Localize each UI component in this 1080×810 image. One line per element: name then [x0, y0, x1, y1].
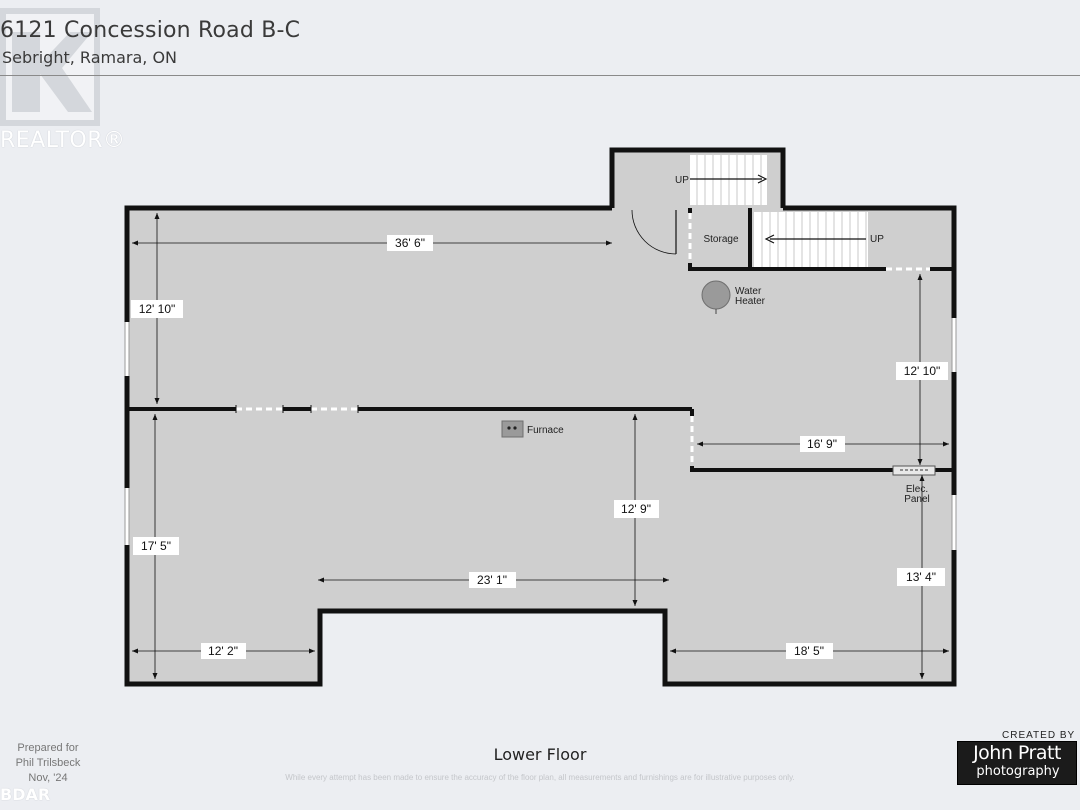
property-address: 6121 Concession Road B-C [0, 18, 301, 43]
brdar-watermark: BDAR [0, 785, 51, 804]
electrical-panel-icon [892, 465, 936, 476]
dim-center-height: 12' 9" [621, 502, 651, 516]
prepared-for-name: Phil Trilsbeck [15, 757, 81, 769]
stairs-right [754, 212, 868, 267]
windows [125, 318, 956, 550]
realtor-logo [0, 8, 100, 160]
dim-bottom-right-width: 18' 5" [794, 644, 824, 658]
property-location: Sebright, Ramara, ON [2, 48, 177, 67]
water-heater-label-line1: Water [735, 286, 762, 297]
dim-right-upper-height: 12' 10" [904, 364, 941, 378]
created-by-label: CREATED BY [1002, 730, 1076, 741]
furnace-icon [501, 420, 524, 438]
door-openings [235, 213, 930, 466]
storage-label: Storage [703, 234, 738, 245]
entry-door [629, 204, 677, 255]
furnace-label: Furnace [527, 425, 564, 436]
stairs-top-label: UP [675, 175, 689, 186]
header-divider [0, 75, 1080, 76]
dim-center-width: 23' 1" [477, 573, 507, 587]
photographer-name: John Pratt [973, 742, 1061, 764]
dim-left-lower-height: 17' 5" [141, 539, 171, 553]
dim-bottom-left-width: 12' 2" [208, 644, 238, 658]
water-heater-icon [701, 280, 731, 314]
realtor-watermark: REALTOR® [0, 128, 126, 153]
prepared-for-label: Prepared for [17, 742, 79, 754]
elec-panel-label-line1: Elec. [906, 484, 928, 495]
prepared-for-date: Nov, '24 [28, 772, 68, 784]
dimension-label-backgrounds [131, 235, 948, 659]
stairs-top [690, 155, 768, 205]
dim-right-lower-height: 13' 4" [906, 570, 936, 584]
floor-area [127, 150, 954, 684]
exterior-walls [124, 147, 957, 687]
stairs-right-label: UP [870, 234, 884, 245]
dimension-arrows [132, 213, 949, 679]
dim-top-width: 36' 6" [395, 236, 425, 250]
photographer-tagline: photography [976, 764, 1060, 779]
water-heater-label-line2: Heater [735, 296, 766, 307]
floor-title: Lower Floor [493, 745, 587, 764]
dim-middle-width: 16' 9" [807, 437, 837, 451]
disclaimer: While every attempt has been made to ens… [285, 773, 795, 782]
elec-panel-label-line2: Panel [904, 494, 930, 505]
prepared-for: Prepared for Phil Trilsbeck Nov, '24 [8, 741, 88, 786]
dim-left-upper-height: 12' 10" [139, 302, 176, 316]
photographer-badge: John Pratt photography [957, 741, 1077, 785]
